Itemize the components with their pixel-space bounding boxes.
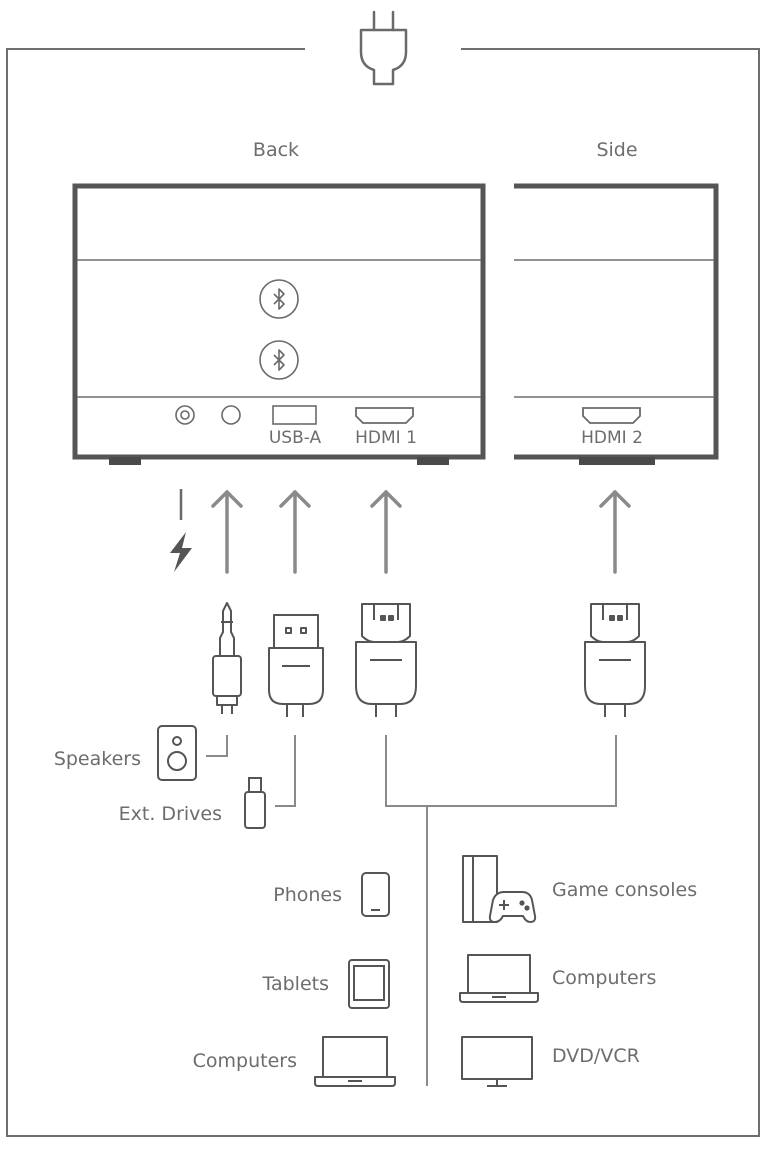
arrow-up-icon [599, 490, 631, 574]
connection-lines [206, 735, 617, 1086]
usb-plug-icon [268, 614, 324, 717]
lightning-icon [170, 532, 192, 572]
game-console-icon [462, 855, 537, 923]
game-consoles-label: Game consoles [552, 879, 698, 901]
audio-jack-plug-icon [212, 602, 242, 714]
back-panel [72, 183, 486, 465]
arrow-up-icon [279, 490, 311, 574]
laptop-icon [459, 954, 539, 1003]
speakers-label: Speakers [53, 748, 141, 770]
dvd-vcr-label: DVD/VCR [552, 1045, 640, 1067]
computers-label-right: Computers [552, 967, 657, 989]
speaker-icon [157, 725, 197, 781]
hdmi1-port-label: HDMI 1 [355, 428, 417, 448]
side-panel-title: Side [596, 139, 638, 161]
hdmi1-port-icon [355, 407, 414, 424]
hdmi-plug-icon [584, 603, 646, 717]
computers-label-left: Computers [192, 1050, 297, 1072]
tablets-label: Tablets [262, 973, 329, 995]
phones-label: Phones [273, 884, 342, 906]
side-panel [514, 183, 719, 465]
bluetooth-icon [259, 340, 299, 380]
arrow-up-icon [370, 490, 402, 574]
monitor-icon [461, 1036, 533, 1087]
usb-drive-icon [244, 777, 266, 829]
arrow-up-icon [211, 490, 243, 574]
hdmi2-port-icon [582, 407, 641, 424]
power-port-icon [221, 405, 241, 425]
back-panel-title: Back [252, 139, 300, 161]
hdmi-plug-icon [355, 603, 417, 717]
laptop-icon [314, 1036, 396, 1087]
hdmi2-port-label: HDMI 2 [581, 428, 643, 448]
audio-port-icon [175, 405, 195, 425]
outer-frame [6, 48, 760, 1137]
tablet-icon [348, 959, 390, 1009]
power-plug-icon [359, 10, 408, 86]
usb-port-label: USB-A [268, 428, 322, 448]
ext-drives-label: Ext. Drives [118, 803, 222, 825]
usb-port-icon [272, 405, 317, 425]
phone-icon [361, 872, 390, 917]
bluetooth-icon [259, 279, 299, 319]
